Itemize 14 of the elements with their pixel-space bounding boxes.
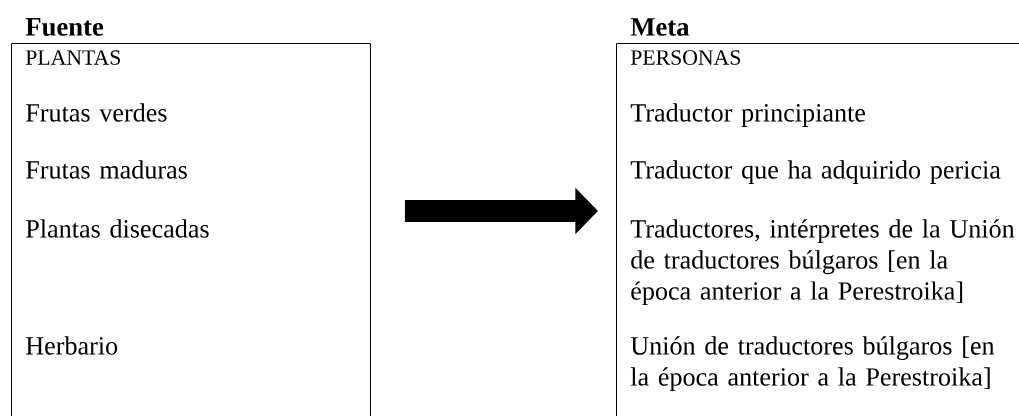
heading: Meta xyxy=(630,18,690,36)
category-label: PLANTAS xyxy=(25,50,120,65)
item-text: Frutas maduras xyxy=(26,160,187,179)
item-text: Unión de traductores búlgaros [en la época anterior a la Perestroika] xyxy=(630,336,995,392)
item-text: Traductor que ha adquirido pericia xyxy=(630,160,1001,184)
item-text: Frutas verdes xyxy=(26,103,167,122)
item-text: Traductores, intérpretes de la Unión de traductores búlgaros [en la época anterior a la Perestroika] xyxy=(630,219,1015,306)
item-text: Plantas disecadas xyxy=(26,219,209,238)
category-label: PERSONAS xyxy=(630,50,740,65)
list-box xyxy=(11,18,371,416)
item-text: Herbario xyxy=(26,336,118,355)
heading: Fuente xyxy=(25,18,104,36)
list-box xyxy=(616,18,1019,416)
item-text: Traductor principiante xyxy=(630,103,865,127)
